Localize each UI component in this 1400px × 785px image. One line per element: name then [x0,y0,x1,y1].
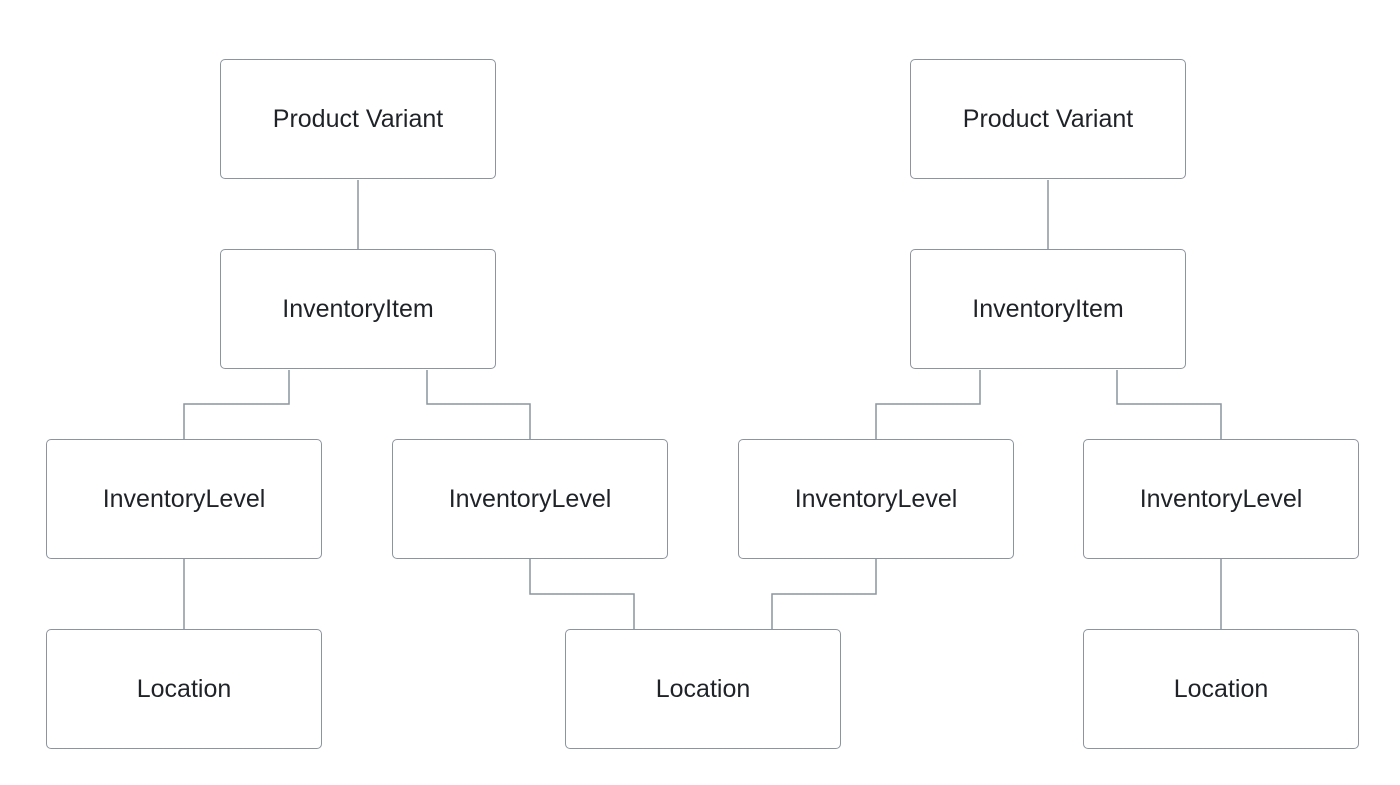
connector-right-level-1-shared-location [771,559,877,629]
connector-left-item-level-2 [426,370,531,439]
connector-right-item-level-1 [875,370,981,439]
node-right-inventory-level-1: InventoryLevel [738,439,1014,559]
node-label: Location [655,674,751,703]
node-shared-location: Location [565,629,841,749]
node-label: InventoryLevel [794,484,958,513]
node-label: InventoryItem [282,294,434,323]
node-label: Location [136,674,232,703]
node-label: Location [1173,674,1269,703]
node-right-inventory-level-2: InventoryLevel [1083,439,1359,559]
node-left-inventory-item: InventoryItem [220,249,496,369]
node-right-product-variant: Product Variant [910,59,1186,179]
node-label: Product Variant [962,104,1134,133]
node-left-product-variant: Product Variant [220,59,496,179]
node-left-inventory-level-2: InventoryLevel [392,439,668,559]
node-left-inventory-level-1: InventoryLevel [46,439,322,559]
node-label: InventoryLevel [448,484,612,513]
connector-left-item-level-1 [183,370,290,439]
node-right-location: Location [1083,629,1359,749]
node-label: InventoryLevel [1139,484,1303,513]
connector-right-item-level-2 [1116,370,1222,439]
connector-left-level-2-shared-location [529,559,635,629]
node-right-inventory-item: InventoryItem [910,249,1186,369]
node-left-location: Location [46,629,322,749]
node-label: Product Variant [272,104,444,133]
node-label: InventoryLevel [102,484,266,513]
node-label: InventoryItem [972,294,1124,323]
